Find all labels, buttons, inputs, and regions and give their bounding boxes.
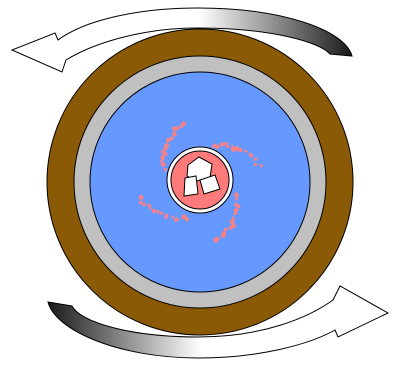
particle <box>234 212 237 215</box>
particle <box>226 145 229 148</box>
particle <box>142 203 146 207</box>
particle <box>235 195 238 198</box>
particle <box>239 148 243 152</box>
particle <box>139 195 144 200</box>
particle <box>254 163 257 166</box>
particle <box>237 205 241 209</box>
particle <box>164 168 167 171</box>
particle <box>220 142 224 146</box>
particle <box>170 137 174 141</box>
particle <box>160 160 163 163</box>
particle <box>164 143 169 148</box>
particle <box>213 238 218 243</box>
particle <box>176 126 180 130</box>
particle <box>260 164 263 167</box>
particle <box>230 219 235 224</box>
particle <box>221 233 226 238</box>
particle <box>244 150 247 153</box>
particle <box>149 207 152 210</box>
particle <box>172 132 177 137</box>
particle <box>182 121 186 125</box>
particle <box>147 204 151 208</box>
particle <box>234 208 239 213</box>
particle <box>160 212 163 215</box>
particle <box>174 218 177 221</box>
particle <box>215 145 219 149</box>
particle <box>254 157 257 160</box>
particle <box>229 226 233 230</box>
particle <box>156 210 159 213</box>
crystal-2 <box>184 176 198 196</box>
particle <box>139 201 143 205</box>
particle <box>235 198 238 201</box>
particle <box>172 216 175 219</box>
particle <box>152 209 156 213</box>
particle <box>250 155 253 158</box>
particle <box>232 217 235 220</box>
particle <box>181 216 184 219</box>
particle <box>224 228 227 231</box>
particle <box>165 216 168 219</box>
